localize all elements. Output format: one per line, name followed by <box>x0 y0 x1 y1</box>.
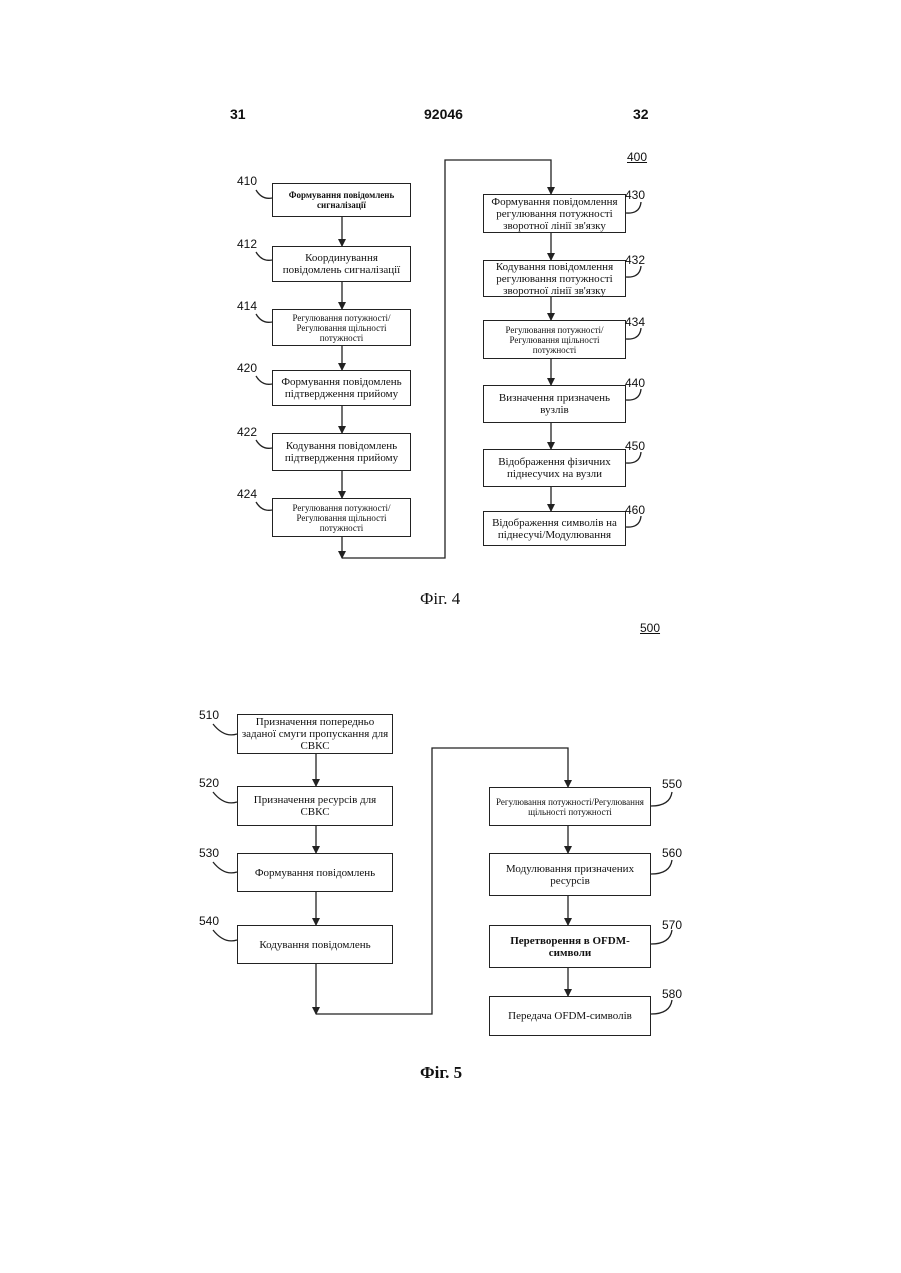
leader-420 <box>256 376 272 384</box>
step-540-box: Кодування повідомлень <box>237 925 393 964</box>
figure-4-caption: Фіг. 4 <box>420 589 460 609</box>
leader-450 <box>626 452 641 463</box>
leader-432 <box>626 266 641 277</box>
leader-430 <box>626 202 641 213</box>
step-422-number: 422 <box>237 425 257 439</box>
leader-550 <box>651 792 672 806</box>
leader-510 <box>213 724 237 735</box>
step-420-number: 420 <box>237 361 257 375</box>
leader-410 <box>256 190 272 198</box>
leader-424 <box>256 502 272 510</box>
step-570-number: 570 <box>662 918 682 932</box>
step-424-box: Регулювання потужності/Регулювання щільн… <box>272 498 411 537</box>
step-550-number: 550 <box>662 777 682 791</box>
step-434-box: Регулювання потужності/Регулювання щільн… <box>483 320 626 359</box>
step-520-number: 520 <box>199 776 219 790</box>
step-430-box: Формування повідомлення регулювання поту… <box>483 194 626 233</box>
leader-412 <box>256 252 272 260</box>
step-440-number: 440 <box>625 376 645 390</box>
leader-580 <box>651 1000 672 1014</box>
step-460-box: Відображення символів на піднесучі/Модул… <box>483 511 626 546</box>
step-432-number: 432 <box>625 253 645 267</box>
step-450-number: 450 <box>625 439 645 453</box>
leader-422 <box>256 440 272 448</box>
step-440-box: Визначення призначень вузлів <box>483 385 626 423</box>
step-580-box: Передача OFDM-символів <box>489 996 651 1036</box>
step-414-box: Регулювання потужності/Регулювання щільн… <box>272 309 411 346</box>
step-540-number: 540 <box>199 914 219 928</box>
step-430-number: 430 <box>625 188 645 202</box>
step-432-box: Кодування повідомлення регулювання потуж… <box>483 260 626 297</box>
step-530-box: Формування повідомлень <box>237 853 393 892</box>
step-410-number: 410 <box>237 174 257 188</box>
step-422-box: Кодування повідомлень підтвердження прий… <box>272 433 411 471</box>
step-450-box: Відображення фізичних піднесучих на вузл… <box>483 449 626 487</box>
figure-5-caption: Фіг. 5 <box>420 1063 462 1083</box>
step-530-number: 530 <box>199 846 219 860</box>
leader-560 <box>651 860 672 874</box>
leader-530 <box>213 862 237 873</box>
leader-520 <box>213 792 237 803</box>
step-460-number: 460 <box>625 503 645 517</box>
leader-460 <box>626 516 641 527</box>
step-414-number: 414 <box>237 299 257 313</box>
step-410-box: Формування повідомлень сигналізації <box>272 183 411 217</box>
leader-540 <box>213 930 237 941</box>
leader-570 <box>651 930 672 944</box>
step-412-number: 412 <box>237 237 257 251</box>
step-434-number: 434 <box>625 315 645 329</box>
step-510-box: Призначення попередньо заданої смуги про… <box>237 714 393 754</box>
step-560-number: 560 <box>662 846 682 860</box>
leader-414 <box>256 314 272 322</box>
step-550-box: Регулювання потужності/Регулювання щільн… <box>489 787 651 826</box>
step-570-box: Перетворення в OFDM-символи <box>489 925 651 968</box>
leader-440 <box>626 389 641 400</box>
step-510-number: 510 <box>199 708 219 722</box>
step-424-number: 424 <box>237 487 257 501</box>
figure-4-reference: 400 <box>627 150 647 164</box>
figure-5-reference: 500 <box>640 621 660 635</box>
step-580-number: 580 <box>662 987 682 1001</box>
step-560-box: Модулювання призначених ресурсів <box>489 853 651 896</box>
step-420-box: Формування повідомлень підтвердження при… <box>272 370 411 406</box>
step-412-box: Координування повідомлень сигналізації <box>272 246 411 282</box>
leader-434 <box>626 328 641 339</box>
step-520-box: Призначення ресурсів для СВКС <box>237 786 393 826</box>
